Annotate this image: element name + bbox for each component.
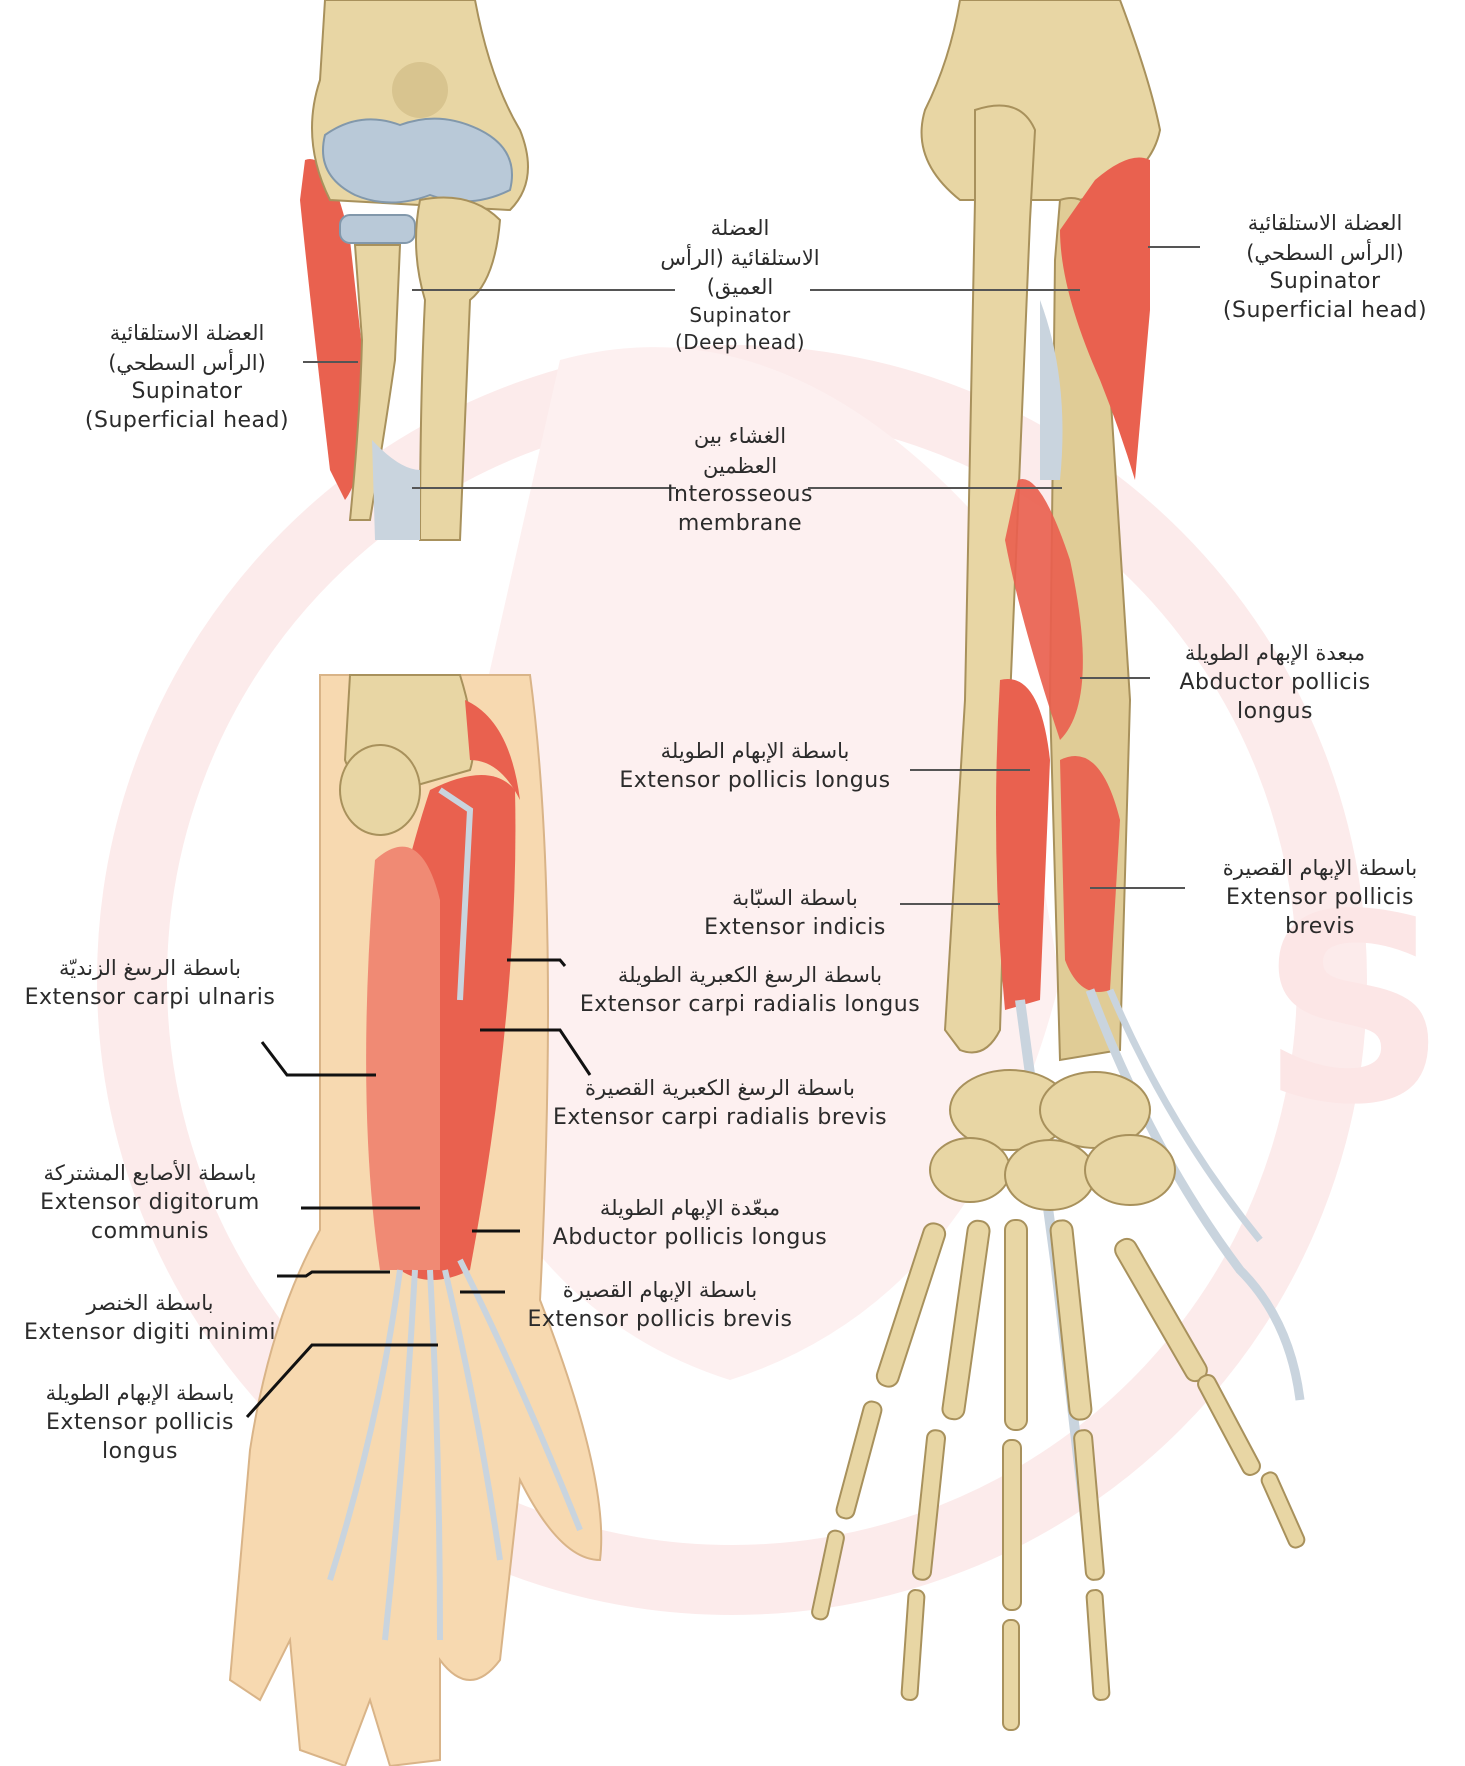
label-en-1: Extensor carpi ulnaris — [0, 983, 300, 1012]
label-en-1: Extensor pollicis — [0, 1408, 280, 1437]
label-ar-1: باسطة الإبهام القصيرة — [1185, 855, 1455, 883]
label-en-1: Extensor digiti minimi — [0, 1318, 300, 1347]
label-en-1: Interosseous — [650, 480, 830, 509]
label-en-2: (Superficial head) — [62, 406, 312, 435]
label-en-1: Abductor pollicis — [1150, 668, 1400, 697]
label-en-2: longus — [1150, 697, 1400, 726]
label-en-1: Extensor indicis — [690, 913, 900, 942]
label-supinator-superficial-left: العضلة الاستلقائية (الرأس السطحي) Supina… — [62, 320, 312, 436]
label-extensor-indicis: باسطة السبّابة Extensor indicis — [690, 885, 900, 942]
label-extensor-pollicis-brevis-right: باسطة الإبهام القصيرة Extensor pollicis … — [1185, 855, 1455, 941]
label-extensor-digitorum-communis: باسطة الأصابع المشتركة Extensor digitoru… — [0, 1160, 300, 1246]
label-en-1: Extensor pollicis — [1185, 883, 1455, 912]
label-abductor-pollicis-longus-low: مبعّدة الإبهام الطويلة Abductor pollicis… — [520, 1195, 860, 1252]
label-en-1: Extensor pollicis brevis — [500, 1305, 820, 1334]
label-en-2: longus — [0, 1437, 280, 1466]
label-ar-1: باسطة الرسغ الكعبرية القصيرة — [530, 1075, 910, 1103]
label-ar-1: باسطة الرسغ الزنديّة — [0, 955, 300, 983]
label-ar-2: (الرأس السطحي) — [62, 350, 312, 378]
label-en-1: Extensor carpi radialis brevis — [530, 1103, 910, 1132]
label-en-1: Extensor carpi radialis longus — [560, 990, 940, 1019]
label-en-2: brevis — [1185, 912, 1455, 941]
label-en-2: membrane — [650, 509, 830, 538]
label-ar-1: باسطة السبّابة — [690, 885, 900, 913]
label-ar-1: باسطة الأصابع المشتركة — [0, 1160, 300, 1188]
label-ar-1: باسطة الخنصر — [0, 1290, 300, 1318]
label-ar-2: الاستلقائية (الرأس — [640, 245, 840, 273]
label-en-1: Extensor pollicis longus — [600, 766, 910, 795]
label-interosseous: الغشاء بين العظمين Interosseous membrane — [650, 423, 830, 539]
label-supinator-superficial-right: العضلة الاستلقائية (الرأس السطحي) Supina… — [1200, 210, 1450, 326]
label-ar-1: العضلة الاستلقائية — [62, 320, 312, 348]
label-en-1: Abductor pollicis longus — [520, 1223, 860, 1252]
label-ar-1: باسطة الإبهام الطويلة — [600, 738, 910, 766]
label-extensor-carpi-ulnaris: باسطة الرسغ الزنديّة Extensor carpi ulna… — [0, 955, 300, 1012]
label-ar-1: باسطة الرسغ الكعبرية الطويلة — [560, 962, 940, 990]
label-en-1: Supinator — [62, 377, 312, 406]
label-ar-2: (الرأس السطحي) — [1200, 240, 1450, 268]
label-en-1: Supinator — [1200, 267, 1450, 296]
label-extensor-pollicis-longus-mid: باسطة الإبهام الطويلة Extensor pollicis … — [600, 738, 910, 795]
label-en-1: Extensor digitorum — [0, 1188, 300, 1217]
label-en-1: Supinator — [640, 302, 840, 328]
label-en-2: (Superficial head) — [1200, 296, 1450, 325]
label-en-2: (Deep head) — [640, 329, 840, 355]
label-extensor-pollicis-brevis-low: باسطة الإبهام القصيرة Extensor pollicis … — [500, 1277, 820, 1334]
label-extensor-carpi-radialis-longus: باسطة الرسغ الكعبرية الطويلة Extensor ca… — [560, 962, 940, 1019]
label-extensor-carpi-radialis-brevis: باسطة الرسغ الكعبرية القصيرة Extensor ca… — [530, 1075, 910, 1132]
label-ar-1: العضلة — [640, 215, 840, 243]
label-ar-3: العميق) — [640, 274, 840, 302]
label-ar-1: باسطة الإبهام القصيرة — [500, 1277, 820, 1305]
label-ar-1: مبعدة الإبهام الطويلة — [1150, 640, 1400, 668]
label-extensor-pollicis-longus-low: باسطة الإبهام الطويلة Extensor pollicis … — [0, 1380, 280, 1466]
label-ar-2: العظمين — [650, 453, 830, 481]
label-supinator-deep: العضلة الاستلقائية (الرأس العميق) Supina… — [640, 215, 840, 355]
label-ar-1: مبعّدة الإبهام الطويلة — [520, 1195, 860, 1223]
label-ar-1: العضلة الاستلقائية — [1200, 210, 1450, 238]
label-abductor-pollicis-longus-right: مبعدة الإبهام الطويلة Abductor pollicis … — [1150, 640, 1400, 726]
label-ar-1: الغشاء بين — [650, 423, 830, 451]
label-en-2: communis — [0, 1217, 300, 1246]
label-extensor-digiti-minimi: باسطة الخنصر Extensor digiti minimi — [0, 1290, 300, 1347]
label-ar-1: باسطة الإبهام الطويلة — [0, 1380, 280, 1408]
